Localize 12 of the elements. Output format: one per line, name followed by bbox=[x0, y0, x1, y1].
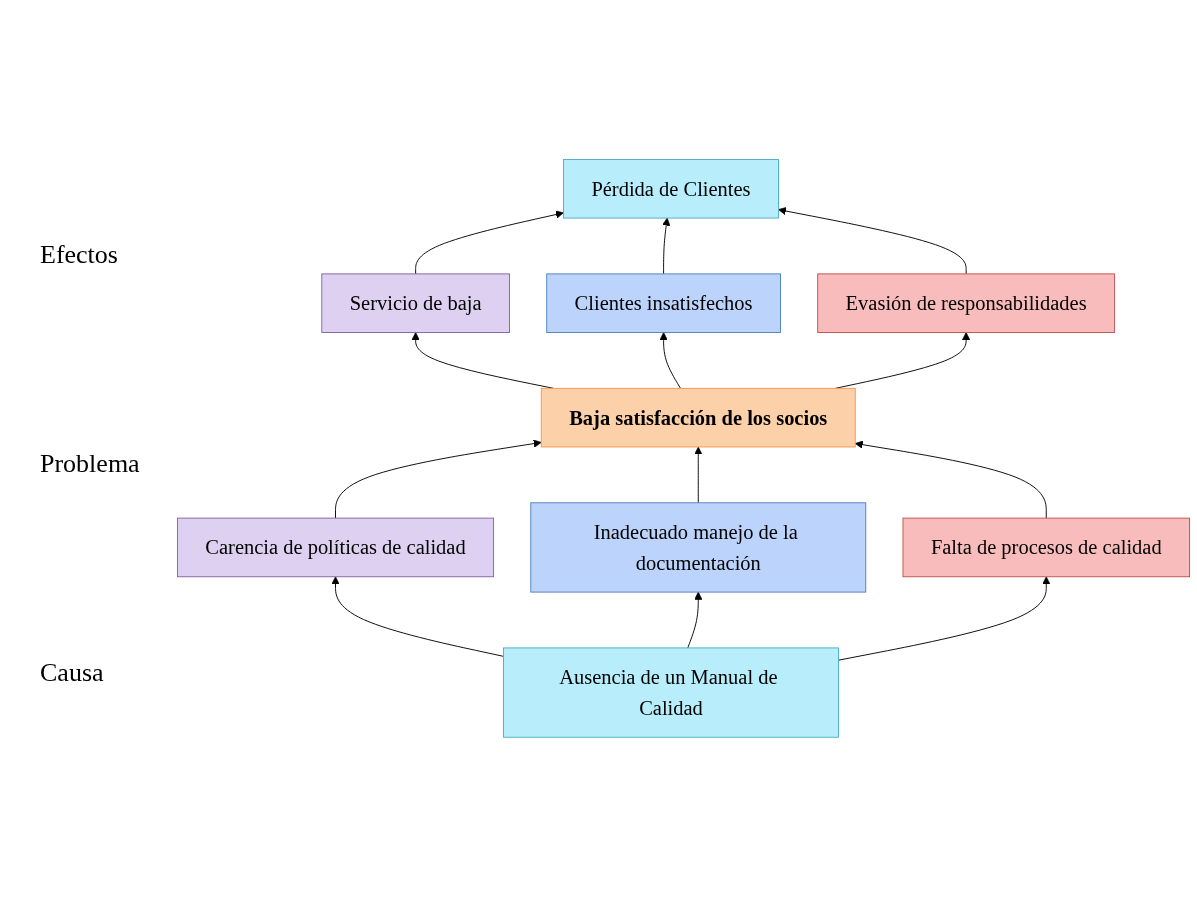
node-box: Carencia de políticas de calidad bbox=[176, 517, 495, 578]
node-box: Pérdida de Clientes bbox=[563, 159, 779, 219]
node-box: Servicio de baja bbox=[321, 273, 510, 334]
node-box: Falta de procesos de calidad bbox=[902, 517, 1191, 578]
level-label: Efectos bbox=[40, 239, 119, 270]
level-label: Problema bbox=[40, 448, 141, 479]
level-label: Causa bbox=[40, 657, 105, 688]
node-box: Inadecuado manejo de la documentación bbox=[530, 502, 867, 593]
node-box: Ausencia de un Manual de Calidad bbox=[503, 647, 839, 738]
node-box: Evasión de responsabilidades bbox=[817, 273, 1116, 334]
node-box: Baja satisfacción de los socios bbox=[540, 388, 856, 448]
node-box: Clientes insatisfechos bbox=[546, 273, 781, 334]
